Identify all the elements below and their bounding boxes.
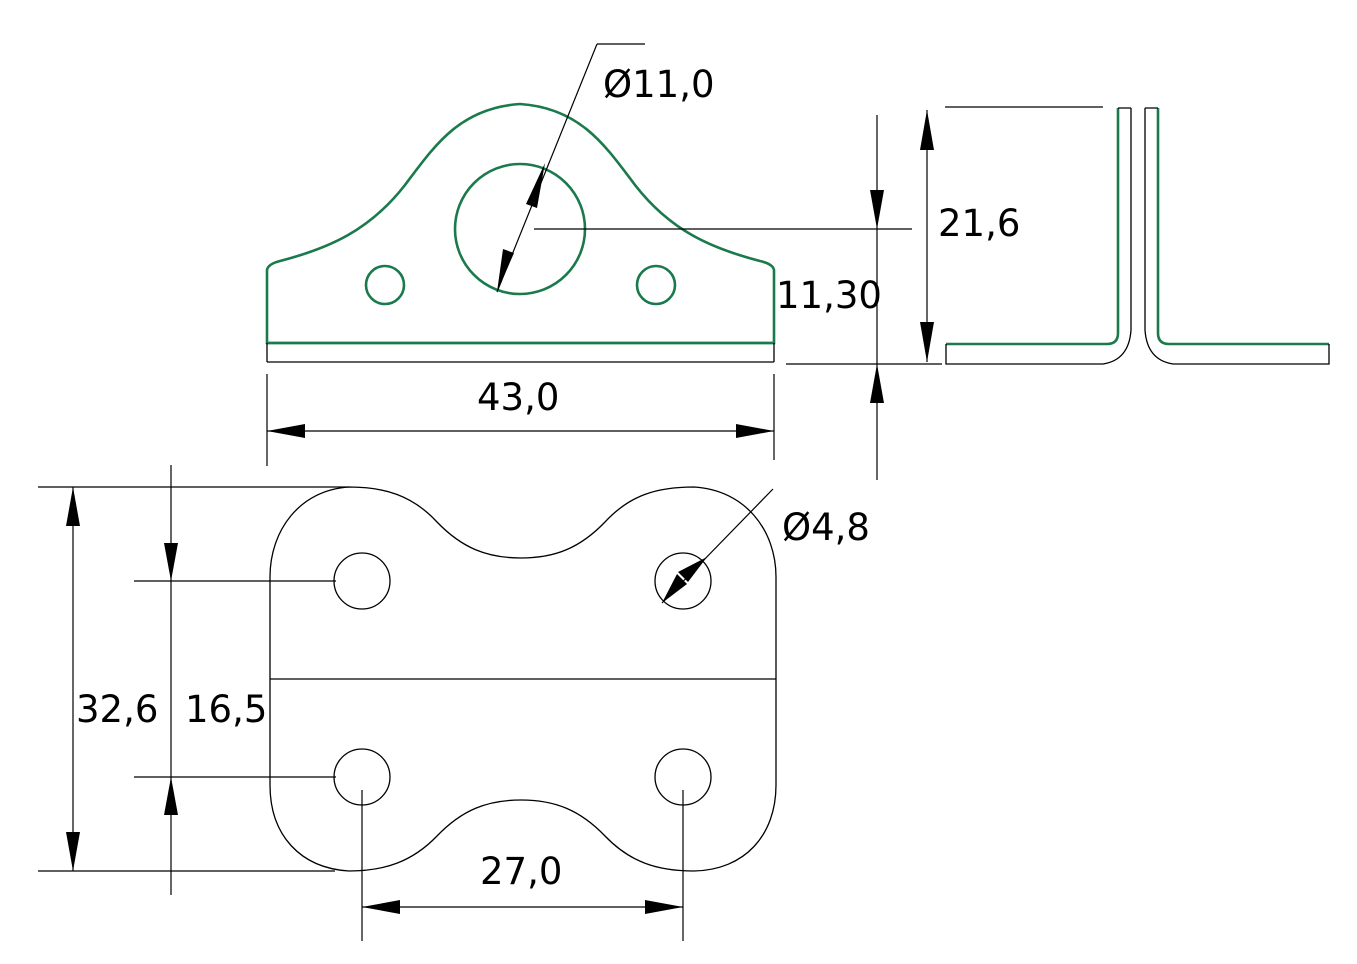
front-view-outline	[265, 102, 776, 345]
overall-height-dimension: 21,6	[920, 106, 1103, 362]
hole-row-spacing-dimension: 16,5	[134, 465, 336, 895]
overall-width-arrow-right	[736, 424, 774, 438]
col-spacing-arrow-left	[362, 900, 400, 914]
overall-height-arrow-top	[920, 110, 934, 150]
side-view-inner-profile	[945, 107, 1330, 365]
overall-height-arrow-bottom	[920, 322, 934, 362]
diameter-leader-line	[496, 43, 598, 293]
small-hole-diameter-dimension: Ø4,8	[661, 488, 870, 604]
hole-center-height-dimension: 11,30	[776, 115, 942, 480]
overall-width-arrow-left	[267, 424, 305, 438]
overall-width-dimension: 43,0	[266, 374, 775, 466]
diameter-arrow-bottom	[497, 249, 514, 292]
flat-pattern-view	[269, 486, 777, 872]
left-small-hole	[364, 264, 406, 306]
flat-length-arrow-top	[66, 487, 80, 526]
small-hole-arrow-top	[678, 557, 707, 582]
row-spacing-arrow-bottom	[164, 777, 178, 815]
flat-hole-top-right	[654, 552, 712, 610]
col-spacing-arrow-right	[645, 900, 683, 914]
small-hole-diameter-label: Ø4,8	[782, 506, 870, 549]
flat-hole-top-left	[333, 552, 391, 610]
overall-height-label: 21,6	[938, 202, 1020, 245]
right-small-hole	[635, 264, 677, 306]
diameter-arrow-top	[526, 163, 545, 208]
hole-col-spacing-label: 27,0	[480, 850, 562, 893]
flat-pattern-outline	[269, 486, 777, 872]
flat-length-dimension: 32,6	[38, 486, 349, 872]
row-spacing-arrow-top	[164, 543, 178, 581]
main-hole-diameter-dimension: Ø11,0	[496, 43, 715, 293]
flat-length-arrow-bottom	[66, 832, 80, 871]
hole-center-arrow-bottom	[870, 364, 884, 403]
overall-width-label: 43,0	[477, 376, 559, 419]
small-hole-arrow-bottom	[662, 574, 687, 603]
side-view	[945, 107, 1330, 365]
flat-length-label: 32,6	[76, 688, 158, 731]
hole-row-spacing-label: 16,5	[185, 688, 267, 731]
hole-center-arrow-top	[870, 190, 884, 229]
hole-center-height-label: 11,30	[776, 274, 882, 317]
hole-col-spacing-dimension: 27,0	[361, 790, 684, 941]
main-hole-diameter-label: Ø11,0	[603, 63, 715, 106]
side-view-green-profile	[946, 108, 1329, 346]
